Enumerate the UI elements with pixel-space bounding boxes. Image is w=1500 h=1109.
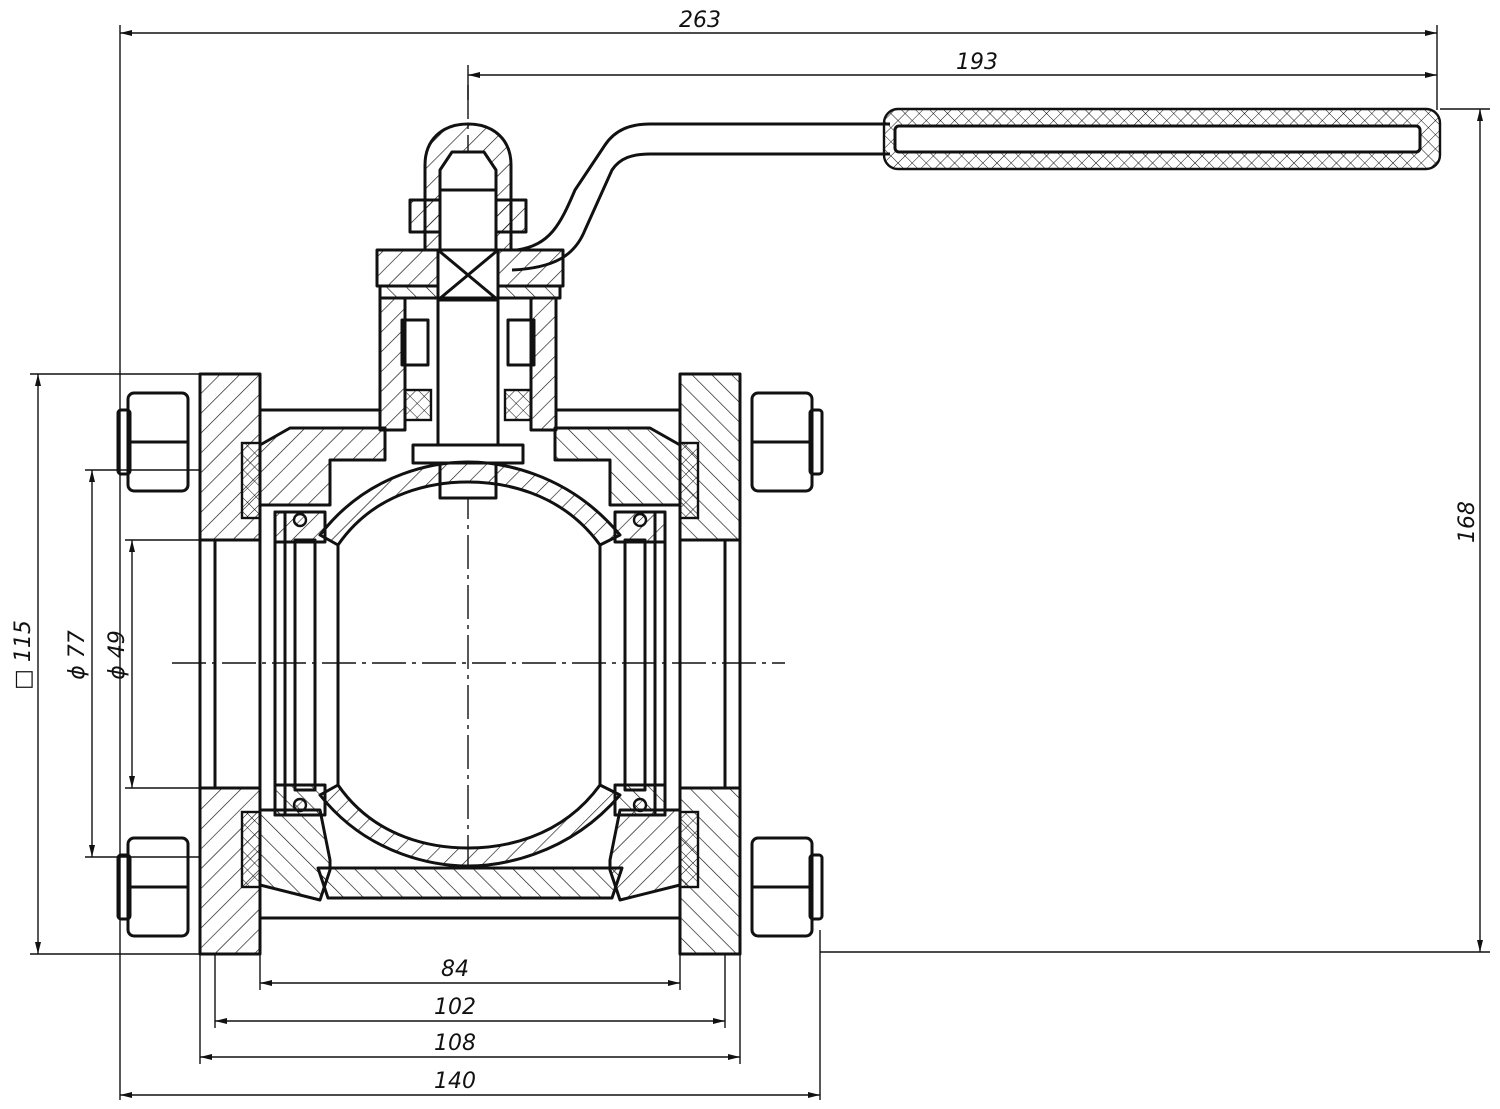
nut-top-right [750,391,824,493]
bolt-nuts [116,391,824,938]
dim-77-label: ϕ 77 [65,630,90,680]
dim-49-label: ϕ 49 [105,630,130,680]
valve-stem [411,298,525,500]
nut-bottom-left [116,836,190,938]
left-flange [198,372,262,956]
nut-bottom-right [750,836,824,938]
dimension-lines [30,25,1490,1100]
valve-body [258,408,682,920]
dim-115-label: □ 115 [11,620,36,690]
dim-108-label: 108 [434,1031,476,1056]
dimension-labels: 263 193 168 □ 115 ϕ 77 ϕ 49 84 102 108 1… [11,8,1480,1094]
dim-168-label: 168 [1455,501,1480,543]
nut-top-left [116,391,190,493]
dim-84-label: 84 [441,957,469,982]
handle-lever [511,107,1442,272]
dim-263-label: 263 [679,8,721,33]
valve-ball [318,460,622,868]
gland-plate [375,248,565,302]
seat-rings [273,510,667,817]
dim-102-label: 102 [434,995,476,1020]
stem-cap-nut [408,122,528,252]
dim-193-label: 193 [956,50,998,75]
right-flange [678,372,742,956]
dim-140-label: 140 [434,1069,476,1094]
